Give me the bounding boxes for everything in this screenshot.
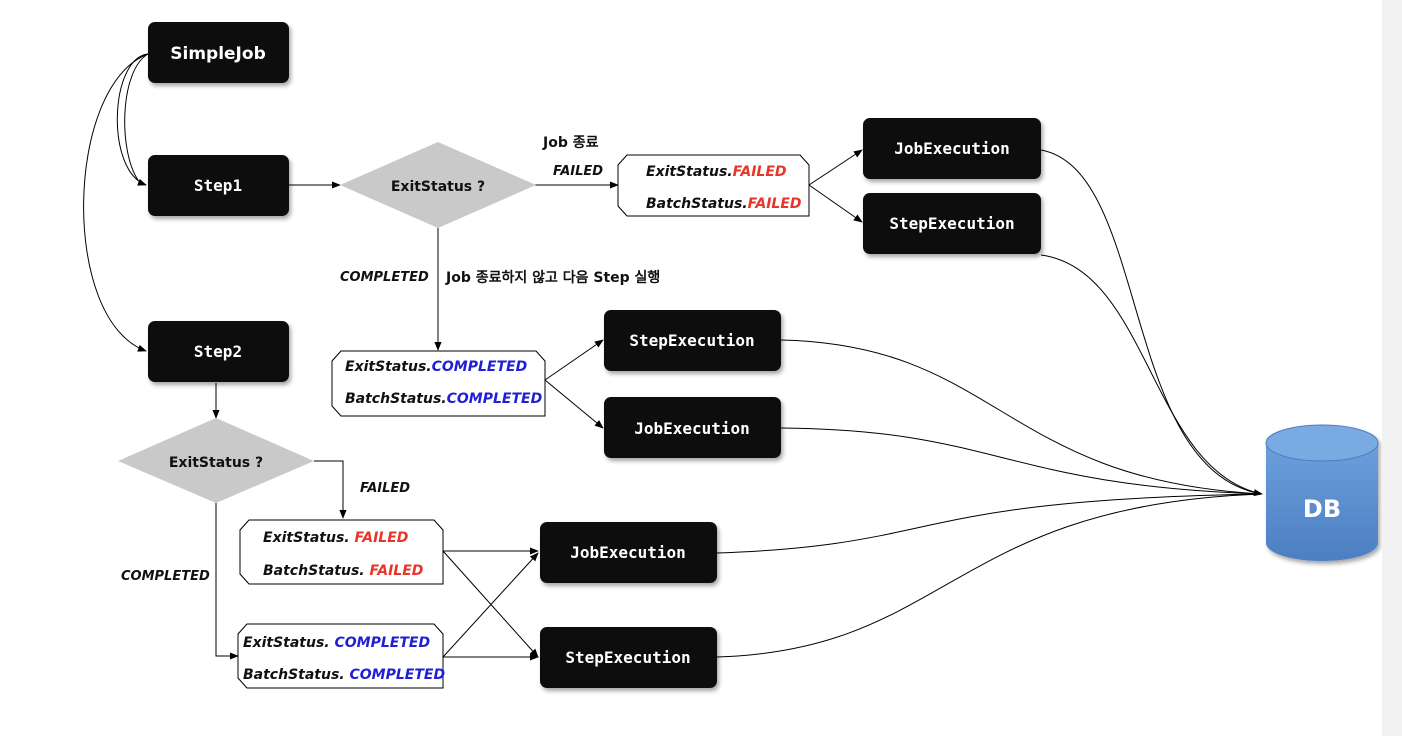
edge-failed2-stepexec (442, 550, 539, 658)
step1-node[interactable]: Step1 (148, 155, 289, 216)
db-cylinder[interactable]: DB (1265, 424, 1379, 561)
edge-simplejob-step1-outer (124, 53, 149, 181)
step-execution-node-2[interactable]: StepExecution (604, 310, 781, 371)
edge-failed1-stepexec (808, 184, 863, 223)
job-execution-node-1[interactable]: JobExecution (863, 118, 1041, 179)
edge-simplejob-step2 (83, 53, 149, 352)
decision-1-label: ExitStatus ? (391, 179, 485, 195)
edge-completed2-jobexec (442, 552, 539, 658)
edge-stepexec1-db (1040, 254, 1263, 495)
decision-exitstatus-2: ExitStatus ? (118, 418, 314, 503)
step-execution-node-1[interactable]: StepExecution (863, 193, 1041, 254)
job-execution-label-3: JobExecution (570, 543, 686, 562)
step-execution-label-3: StepExecution (565, 648, 690, 667)
label-job-end: Job 종료 (542, 135, 599, 151)
right-edge-strip (1382, 0, 1402, 736)
decision-2-label: ExitStatus ? (169, 455, 263, 471)
step2-node[interactable]: Step2 (148, 321, 289, 382)
decision-exitstatus-1: ExitStatus ? (340, 142, 536, 228)
status-completed-2-batch: BatchStatus. COMPLETED (243, 667, 445, 683)
edge-decision2-failed (314, 460, 347, 519)
edges (83, 53, 1263, 661)
label-completed-2: COMPLETED (121, 569, 210, 584)
step2-label: Step2 (194, 342, 242, 361)
label-continue-next-step: Job 종료하지 않고 다음 Step 실행 (445, 269, 660, 286)
status-completed-1-batch: BatchStatus.COMPLETED (345, 391, 542, 407)
step-execution-label-1: StepExecution (889, 214, 1014, 233)
status-completed-2-exit: ExitStatus. COMPLETED (243, 635, 430, 651)
edge-stepexec2-db (780, 339, 1263, 495)
edge-completed1-jobexec (544, 379, 604, 429)
label-completed-1: COMPLETED (340, 270, 429, 285)
edge-decision2-completed (215, 503, 239, 660)
job-execution-label-2: JobExecution (634, 419, 750, 438)
step1-label: Step1 (194, 176, 242, 195)
status-failed-2-batch: BatchStatus. FAILED (263, 563, 423, 579)
job-execution-label-1: JobExecution (894, 139, 1010, 158)
job-execution-node-2[interactable]: JobExecution (604, 397, 781, 458)
job-execution-node-3[interactable]: JobExecution (540, 522, 717, 583)
step-execution-label-2: StepExecution (629, 331, 754, 350)
status-box-failed-1: ExitStatus.FAILED BatchStatus.FAILED (617, 154, 810, 217)
status-failed-1-batch: BatchStatus.FAILED (646, 196, 802, 212)
edge-jobexec1-db (1040, 149, 1263, 497)
status-failed-2-exit: ExitStatus. FAILED (263, 530, 408, 546)
db-label: DB (1303, 495, 1341, 523)
status-box-failed-2: ExitStatus. FAILED BatchStatus. FAILED (239, 519, 444, 585)
status-box-completed-1: ExitStatus.COMPLETED BatchStatus.COMPLET… (331, 350, 546, 417)
status-box-completed-2: ExitStatus. COMPLETED BatchStatus. COMPL… (237, 623, 445, 689)
label-failed-1: FAILED (553, 164, 603, 179)
label-failed-2: FAILED (360, 481, 410, 496)
step-execution-node-3[interactable]: StepExecution (540, 627, 717, 688)
status-failed-1-exit: ExitStatus.FAILED (646, 164, 787, 180)
simplejob-label: SimpleJob (170, 44, 265, 64)
edge-failed1-jobexec (808, 149, 863, 186)
edge-jobexec3-db (716, 493, 1263, 554)
simplejob-node[interactable]: SimpleJob (148, 22, 289, 83)
edge-jobexec2-db (780, 427, 1263, 495)
status-completed-1-exit: ExitStatus.COMPLETED (345, 359, 527, 375)
edge-completed1-stepexec (544, 339, 604, 381)
edge-stepexec3-db (716, 493, 1263, 658)
